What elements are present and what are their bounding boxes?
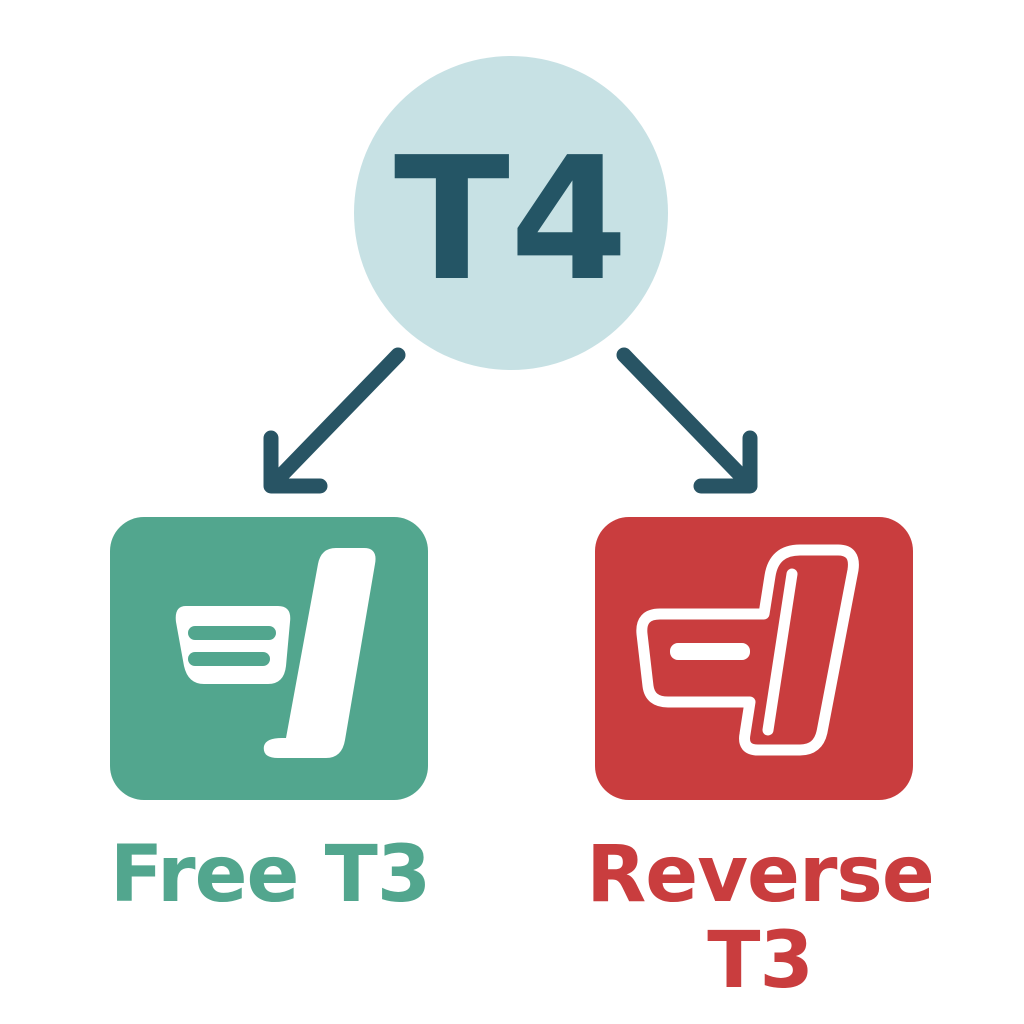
reverse-t3-label-line2: T3: [707, 916, 813, 1006]
pedal-outline-icon-slat: [670, 643, 750, 660]
arrow-to-free-shaft: [264, 347, 406, 493]
reverse-t3-label: Reverse T3: [540, 832, 980, 1004]
pedal-icon-lever: [263, 548, 376, 758]
arrow-to-reverse-shaft: [616, 347, 758, 493]
pedal-icon-slat-bottom: [188, 652, 270, 666]
pedal-outline-icon-inner: [762, 568, 798, 736]
pedal-icon-slat-top: [188, 626, 276, 640]
pedal-outline-icon-body: [636, 544, 859, 756]
arrow-to-free: [263, 347, 406, 494]
pedal-icon: [175, 548, 376, 758]
arrow-to-reverse-head: [693, 430, 758, 494]
pedal-icon-plate: [175, 606, 291, 684]
reverse-t3-node: [595, 517, 913, 800]
arrow-to-free-head: [263, 430, 328, 494]
root-node: T4: [354, 56, 668, 370]
reverse-t3-label-line1: Reverse: [586, 830, 935, 920]
free-t3-node: [110, 517, 428, 800]
root-circle: [354, 56, 668, 370]
root-label: T4: [394, 121, 628, 319]
pedal-outline-icon: [636, 544, 859, 756]
reverse-t3-box: [595, 517, 913, 800]
arrow-to-reverse: [616, 347, 758, 494]
free-t3-label: Free T3: [60, 832, 480, 918]
free-t3-label-text: Free T3: [109, 830, 431, 920]
